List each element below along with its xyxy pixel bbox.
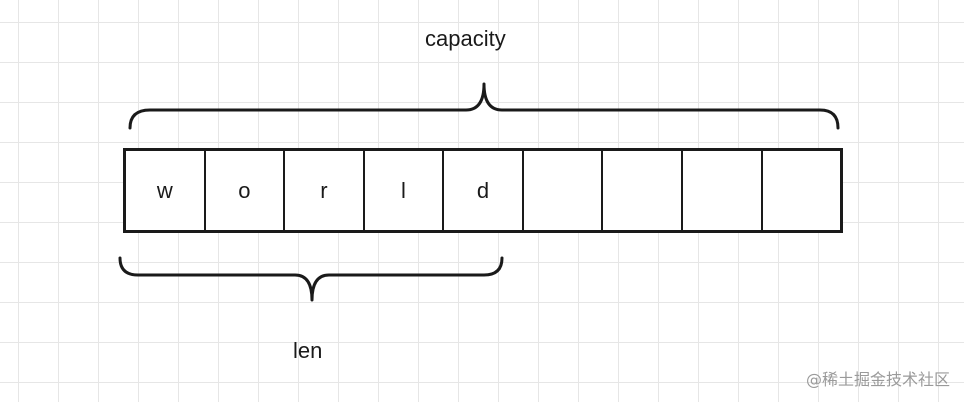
array-cell: r — [285, 151, 365, 230]
capacity-brace — [128, 82, 840, 130]
capacity-label: capacity — [425, 26, 506, 51]
array-cell: w — [126, 151, 206, 230]
array-cell — [683, 151, 763, 230]
array-cell — [763, 151, 841, 230]
len-brace — [118, 256, 504, 302]
array-cell — [603, 151, 683, 230]
array-cell: l — [365, 151, 445, 230]
array-cell — [524, 151, 604, 230]
watermark: @稀土掘金技术社区 — [805, 370, 950, 389]
array-cell: o — [206, 151, 286, 230]
array-cells: w o r l d — [123, 148, 843, 233]
len-label: len — [293, 338, 323, 363]
array-cell: d — [444, 151, 524, 230]
